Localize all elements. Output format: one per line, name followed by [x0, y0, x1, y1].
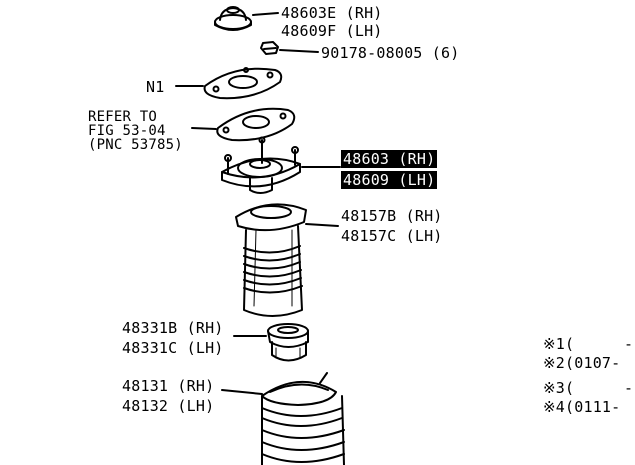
- part-number-48132[interactable]: 48132 (LH): [122, 397, 215, 415]
- label-n1: N1: [146, 78, 165, 96]
- reference-line-1: REFER TO: [88, 109, 158, 125]
- part-number-48157C[interactable]: 48157C (LH): [341, 227, 443, 245]
- strut-mount-part[interactable]: [221, 136, 301, 194]
- leader-line: [191, 127, 217, 130]
- footnote-3: ※3(: [543, 379, 575, 397]
- part-number-90178[interactable]: 90178-08005 (6): [321, 44, 460, 62]
- part-number-48331C[interactable]: 48331C (LH): [122, 339, 224, 357]
- coil-spring-part[interactable]: [261, 372, 345, 465]
- reference-pnc: (PNC 53785): [88, 137, 183, 153]
- part-number-48609[interactable]: 48609 (LH): [341, 171, 438, 189]
- part-number-48603[interactable]: 48603 (RH): [341, 150, 438, 168]
- reference-plate-part[interactable]: [216, 107, 296, 142]
- reference-figure-link[interactable]: FIG 53-04: [88, 123, 166, 139]
- leader-line: [221, 389, 263, 395]
- leader-line: [252, 12, 279, 16]
- footnote-1: ※1(: [543, 335, 575, 353]
- nut-part[interactable]: [260, 41, 279, 55]
- part-number-48331B[interactable]: 48331B (RH): [122, 319, 224, 337]
- footnote-1-dash: -: [624, 335, 634, 353]
- dust-boot-part[interactable]: [235, 203, 307, 317]
- bump-stopper-part[interactable]: [267, 323, 309, 362]
- leader-line: [305, 223, 339, 227]
- upper-plate-part[interactable]: [203, 67, 283, 100]
- footnote-4: ※4(0111-: [543, 398, 621, 416]
- footnote-2: ※2(0107-: [543, 354, 621, 372]
- leader-line: [279, 49, 319, 53]
- dust-cap-part[interactable]: [214, 6, 252, 31]
- part-number-48603E[interactable]: 48603E (RH): [281, 4, 383, 22]
- part-number-48609F[interactable]: 48609F (LH): [281, 22, 383, 40]
- part-number-48157B[interactable]: 48157B (RH): [341, 207, 443, 225]
- part-number-48131[interactable]: 48131 (RH): [122, 377, 215, 395]
- footnote-3-dash: -: [624, 379, 634, 397]
